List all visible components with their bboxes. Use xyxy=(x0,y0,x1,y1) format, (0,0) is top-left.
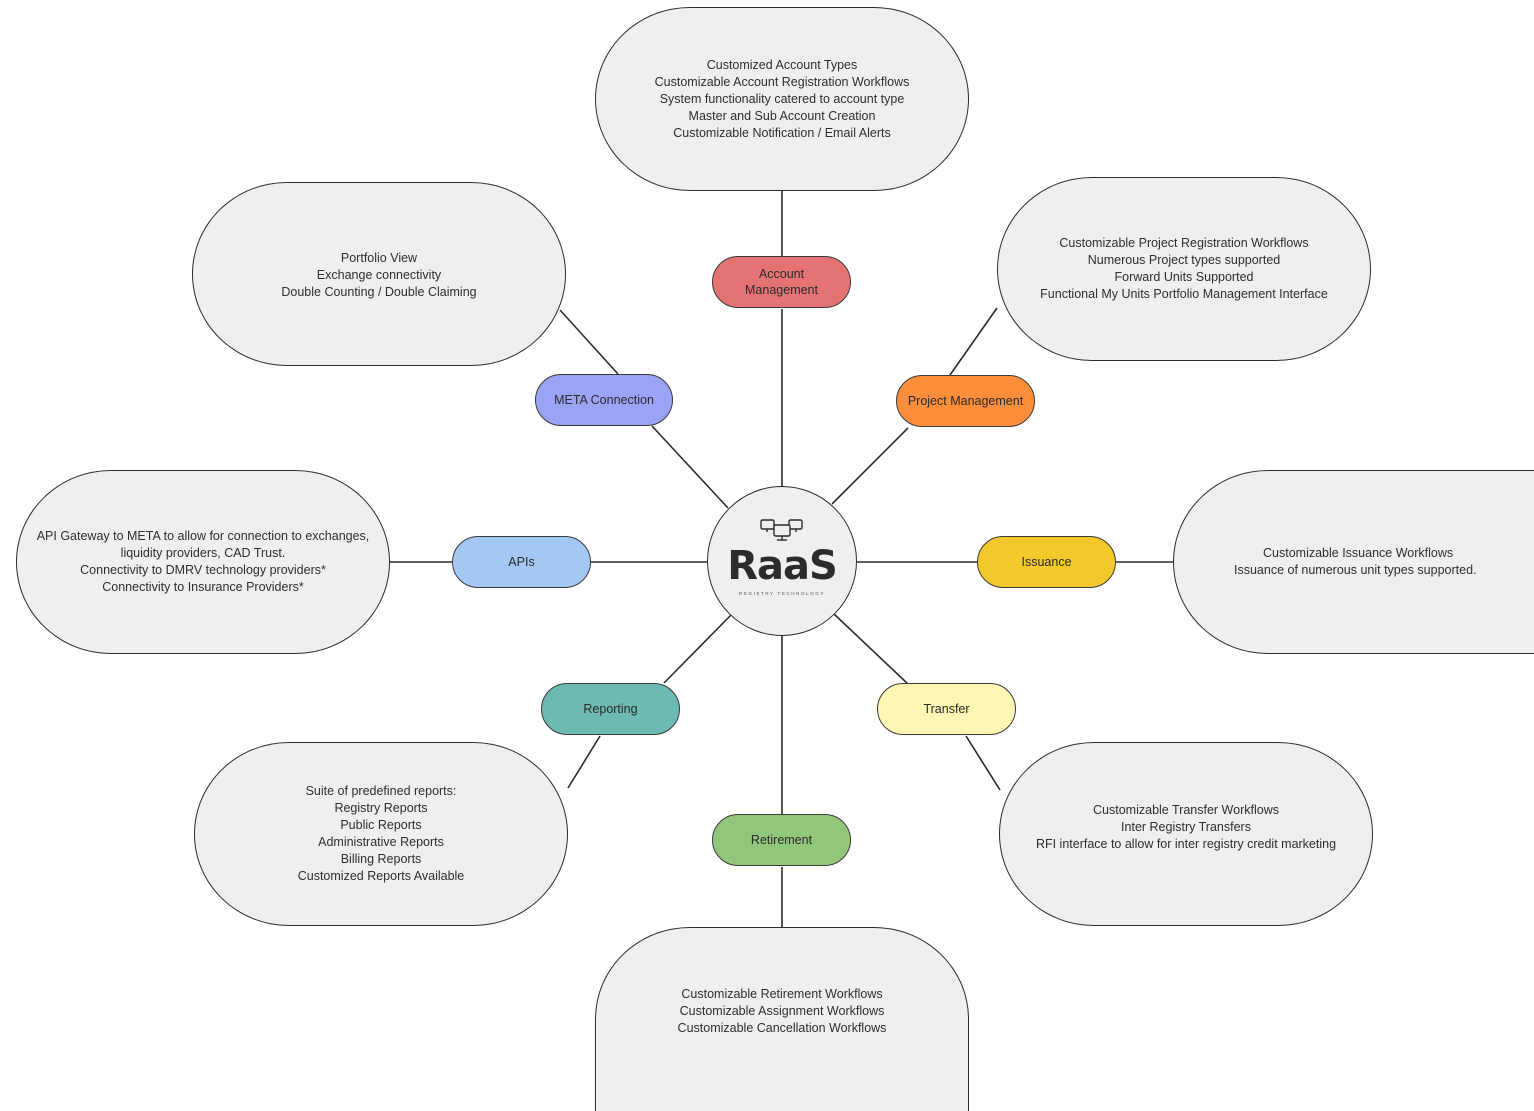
retirement-details-bubble: Customizable Retirement Workflows Custom… xyxy=(595,927,969,1111)
detail-line: Customizable Account Registration Workfl… xyxy=(654,74,910,89)
detail-line: Customizable Issuance Workflows xyxy=(1263,546,1454,560)
category-label: META Connection xyxy=(554,393,654,407)
detail-line: Functional My Units Portfolio Management… xyxy=(1040,287,1328,301)
issuance-details-bubble: Customizable Issuance Workflows Issuance… xyxy=(1173,470,1534,654)
account-details-bubble: Customized Account Types Customizable Ac… xyxy=(595,7,969,191)
category-label: Retirement xyxy=(750,833,813,847)
detail-line: Customized Reports Available xyxy=(297,869,465,883)
reporting-details-bubble: Suite of predefined reports: Registry Re… xyxy=(194,742,568,926)
hub-subtitle: REGISTRY TECHNOLOGY xyxy=(739,591,825,596)
category-label: Transfer xyxy=(923,702,970,716)
transfer-details-bubble: Customizable Transfer Workflows Inter Re… xyxy=(999,742,1373,926)
detail-line: Master and Sub Account Creation xyxy=(688,108,876,123)
detail-line: Public Reports xyxy=(340,818,422,832)
detail-line: Billing Reports xyxy=(340,852,422,866)
detail-line: Issuance of numerous unit types supporte… xyxy=(1234,563,1477,577)
meta-details-bubble: Portfolio View Exchange connectivity Dou… xyxy=(192,182,566,366)
hub-title: RaaS xyxy=(727,543,838,589)
detail-line: Inter Registry Transfers xyxy=(1121,820,1251,834)
detail-line: liquidity providers, CAD Trust. xyxy=(120,546,286,560)
category-retirement[interactable]: Retirement xyxy=(712,814,851,866)
detail-line: Customizable Cancellation Workflows xyxy=(677,1021,887,1035)
detail-line: Suite of predefined reports: xyxy=(305,784,457,798)
raas-hub: RaaS REGISTRY TECHNOLOGY xyxy=(707,486,857,636)
detail-line: Double Counting / Double Claiming xyxy=(281,285,477,299)
detail-line: Portfolio View xyxy=(340,251,418,265)
detail-line: RFI interface to allow for inter registr… xyxy=(1035,837,1337,851)
category-project-management[interactable]: Project Management xyxy=(896,375,1035,427)
category-account-management[interactable]: Account Management xyxy=(712,256,851,308)
category-label: APIs xyxy=(508,555,535,569)
category-label: Reporting xyxy=(583,702,638,716)
detail-line: Customizable Retirement Workflows xyxy=(681,987,883,1001)
detail-line: Customized Account Types xyxy=(706,57,858,72)
category-meta-connection[interactable]: META Connection xyxy=(535,374,673,426)
category-label: Issuance xyxy=(1021,555,1072,569)
detail-line: Customizable Project Registration Workfl… xyxy=(1059,236,1309,250)
detail-line: Forward Units Supported xyxy=(1114,270,1254,284)
category-issuance[interactable]: Issuance xyxy=(977,536,1116,588)
detail-line: Customizable Notification / Email Alerts xyxy=(673,125,891,140)
detail-line: Connectivity to DMRV technology provider… xyxy=(80,563,326,577)
detail-line: Customizable Transfer Workflows xyxy=(1093,803,1279,817)
detail-line: Registry Reports xyxy=(334,801,428,815)
detail-line: Exchange connectivity xyxy=(316,268,442,282)
detail-line: System functionality catered to account … xyxy=(659,91,905,106)
project-details-bubble: Customizable Project Registration Workfl… xyxy=(997,177,1371,361)
detail-line: Administrative Reports xyxy=(318,835,444,849)
category-transfer[interactable]: Transfer xyxy=(877,683,1016,735)
category-apis[interactable]: APIs xyxy=(452,536,591,588)
detail-line: Connectivity to Insurance Providers* xyxy=(102,580,304,594)
detail-line: Numerous Project types supported xyxy=(1087,253,1281,267)
detail-line: API Gateway to META to allow for connect… xyxy=(36,529,370,543)
category-label: Management xyxy=(745,283,818,297)
detail-line: Customizable Assignment Workflows xyxy=(679,1004,885,1018)
category-reporting[interactable]: Reporting xyxy=(541,683,680,735)
apis-details-bubble: API Gateway to META to allow for connect… xyxy=(16,470,390,654)
monitors-icon xyxy=(760,519,803,541)
category-label: Account xyxy=(758,267,805,281)
category-label: Project Management xyxy=(907,394,1024,408)
